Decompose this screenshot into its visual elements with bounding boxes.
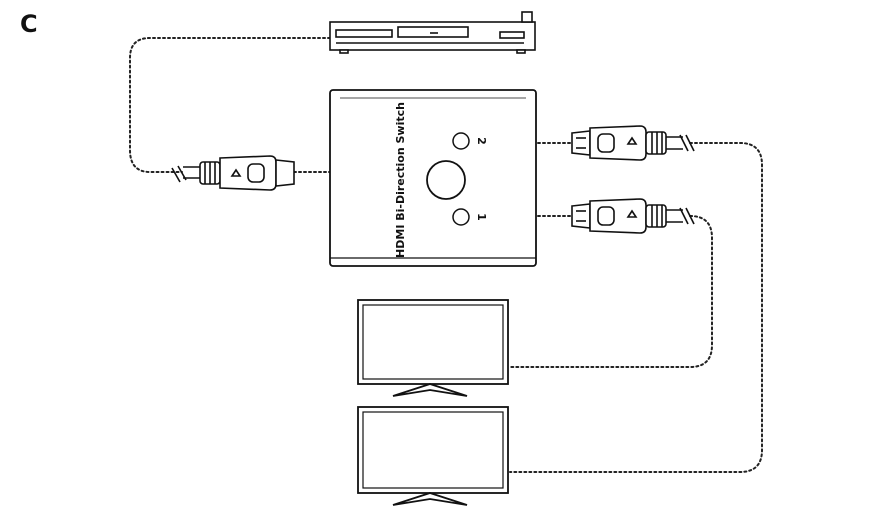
cable-source-to-input xyxy=(130,38,330,172)
select-button xyxy=(427,161,465,199)
cable-output-2-to-tv-bottom xyxy=(510,143,762,472)
hdmi-plug-input-icon xyxy=(172,156,294,190)
cable-output-1-to-tv-top xyxy=(510,216,712,367)
hdmi-plug-output-1-icon xyxy=(572,199,694,233)
port-2-led-icon xyxy=(453,133,469,149)
hdmi-switch: 2 1 HDMI Bi-Direction Switch xyxy=(330,90,536,266)
port-1-led-icon xyxy=(453,209,469,225)
tv-bottom-icon xyxy=(358,407,508,505)
port-label-1: 1 xyxy=(475,213,488,221)
tv-top-icon xyxy=(358,300,508,396)
hdmi-plug-output-2-icon xyxy=(572,126,694,160)
device-name: HDMI Bi-Direction Switch xyxy=(394,102,407,258)
source-device xyxy=(330,12,535,53)
port-label-2: 2 xyxy=(475,137,488,145)
